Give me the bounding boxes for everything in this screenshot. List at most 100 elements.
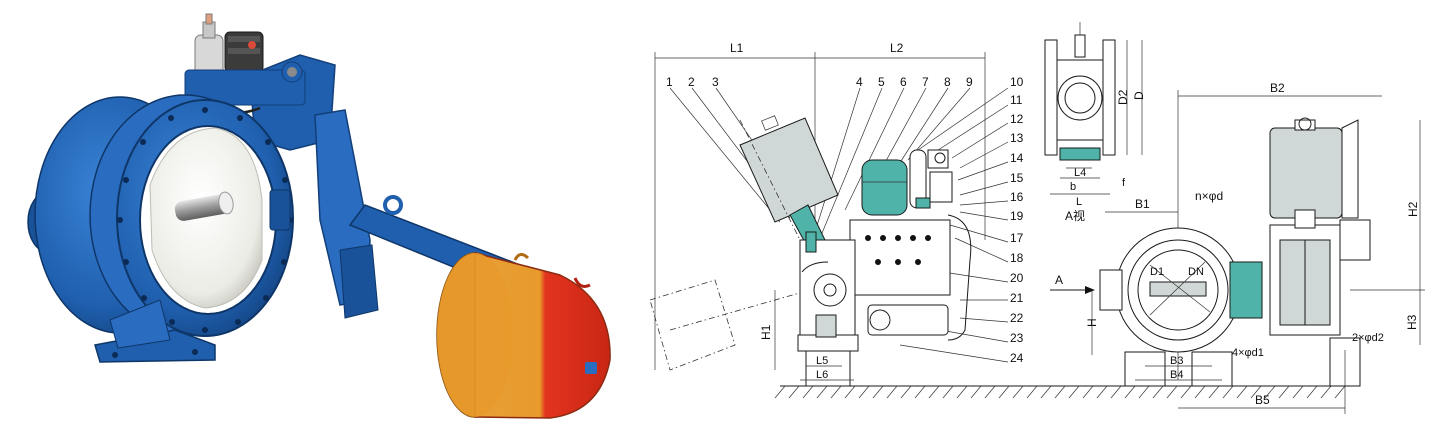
- hatch-mark: [872, 385, 884, 399]
- dim-l5: L5: [816, 355, 828, 367]
- part-15: 15: [1010, 171, 1024, 185]
- hatch-mark: [1026, 385, 1038, 399]
- hatch-mark: [1222, 385, 1234, 399]
- hatch-mark: [1096, 385, 1108, 399]
- hatch-mark: [1208, 385, 1220, 399]
- hatch-mark: [1194, 385, 1206, 399]
- part-1: 1: [666, 75, 673, 89]
- hatch-mark: [1082, 385, 1094, 399]
- dim-b4: B4: [1170, 369, 1183, 381]
- part-19: 19: [1010, 209, 1024, 223]
- hatch-mark: [1236, 385, 1248, 399]
- dim-b1: B1: [1135, 197, 1150, 211]
- dim-h1: H1: [759, 324, 773, 340]
- hatch-mark: [816, 385, 828, 399]
- valve-body: [27, 94, 294, 363]
- dimension-lines-top: L1 L2: [654, 41, 986, 370]
- part-9: 9: [966, 75, 973, 89]
- hatch-mark: [1138, 385, 1150, 399]
- view-a: D2 D L4 b L f A视: [1044, 22, 1146, 223]
- hatch-mark: [788, 385, 800, 399]
- circle-dn: DN: [1188, 266, 1204, 278]
- counterweight-icon: [436, 252, 611, 419]
- hatch-mark: [1054, 385, 1066, 399]
- part-7: 7: [922, 75, 929, 89]
- part-16: 16: [1010, 190, 1024, 204]
- technical-drawing: L1 L2 1 2 3 4 5 6 7 8: [649, 22, 1425, 414]
- part-numbers: 1 2 3 4 5 6 7 8 9 10 11 12 13 14 15 16 1…: [666, 75, 1024, 365]
- part-2: 2: [688, 75, 695, 89]
- dim-b5: B5: [1255, 393, 1270, 407]
- hatch-mark: [1180, 385, 1192, 399]
- dim-h3: H3: [1405, 314, 1419, 330]
- dim-h: H: [1085, 318, 1099, 327]
- hatch-mark: [1040, 385, 1052, 399]
- hatch-mark: [1250, 385, 1262, 399]
- dim-l: L: [1076, 196, 1082, 208]
- part-6: 6: [900, 75, 907, 89]
- hatch-mark: [1166, 385, 1178, 399]
- part-22: 22: [1010, 311, 1024, 325]
- hatch-mark: [984, 385, 996, 399]
- view-a-label: A视: [1065, 208, 1085, 223]
- bolt-holes-n-d: n×φd: [1195, 189, 1223, 203]
- part-3: 3: [712, 75, 719, 89]
- dim-h2: H2: [1406, 201, 1420, 217]
- hatch-mark: [1152, 385, 1164, 399]
- part-13: 13: [1010, 131, 1024, 145]
- part-4: 4: [856, 75, 863, 89]
- front-elevation: B2 B1 n×φd D1 DN A: [1050, 81, 1425, 414]
- dim-l1: L1: [730, 41, 744, 55]
- dim-d: D: [1132, 91, 1146, 100]
- dim-l6: L6: [816, 369, 828, 381]
- hatch-mark: [1320, 385, 1332, 399]
- hatch-mark: [1334, 385, 1346, 399]
- hatch-mark: [942, 385, 954, 399]
- bolt-holes-2-d2: 2×φd2: [1352, 332, 1384, 344]
- part-20: 20: [1010, 271, 1024, 285]
- part-10: 10: [1010, 75, 1024, 89]
- side-elevation: H1 L5 L6: [649, 115, 972, 387]
- part-23: 23: [1010, 331, 1024, 345]
- dim-b2: B2: [1270, 81, 1285, 95]
- hatch-mark: [956, 385, 968, 399]
- hatch-mark: [844, 385, 856, 399]
- part-18: 18: [1010, 251, 1024, 265]
- hatch-mark: [900, 385, 912, 399]
- circle-d1: D1: [1150, 266, 1164, 278]
- hatch-mark: [774, 385, 786, 399]
- part-17: 17: [1010, 231, 1024, 245]
- part-12: 12: [1010, 112, 1024, 126]
- part-14: 14: [1010, 151, 1024, 165]
- ground-line: [774, 385, 1355, 399]
- dim-b: f: [1122, 177, 1126, 189]
- part-24: 24: [1010, 351, 1024, 365]
- hatch-mark: [928, 385, 940, 399]
- part-5: 5: [878, 75, 885, 89]
- valve-product-photo: [27, 13, 611, 419]
- hatch-mark: [998, 385, 1010, 399]
- hatch-mark: [1068, 385, 1080, 399]
- hatch-mark: [1012, 385, 1024, 399]
- hatch-mark: [802, 385, 814, 399]
- hatch-mark: [1306, 385, 1318, 399]
- part-11: 11: [1010, 93, 1023, 107]
- hatch-mark: [914, 385, 926, 399]
- hatch-mark: [1264, 385, 1276, 399]
- hatch-mark: [1292, 385, 1304, 399]
- hatch-mark: [830, 385, 842, 399]
- hatch-mark: [1278, 385, 1290, 399]
- dim-l4: b: [1070, 181, 1076, 193]
- dim-d2: D2: [1116, 89, 1130, 105]
- hatch-mark: [1124, 385, 1136, 399]
- part-21: 21: [1010, 291, 1024, 305]
- dim-l3: L4: [1074, 167, 1086, 179]
- bolt-holes-4-d1: 4×φd1: [1232, 347, 1264, 359]
- hatch-mark: [886, 385, 898, 399]
- hatch-mark: [1110, 385, 1122, 399]
- hatch-mark: [970, 385, 982, 399]
- dim-b3: B3: [1170, 355, 1183, 367]
- dim-l2: L2: [890, 41, 904, 55]
- view-a-arrow: A: [1055, 273, 1063, 287]
- part-8: 8: [944, 75, 951, 89]
